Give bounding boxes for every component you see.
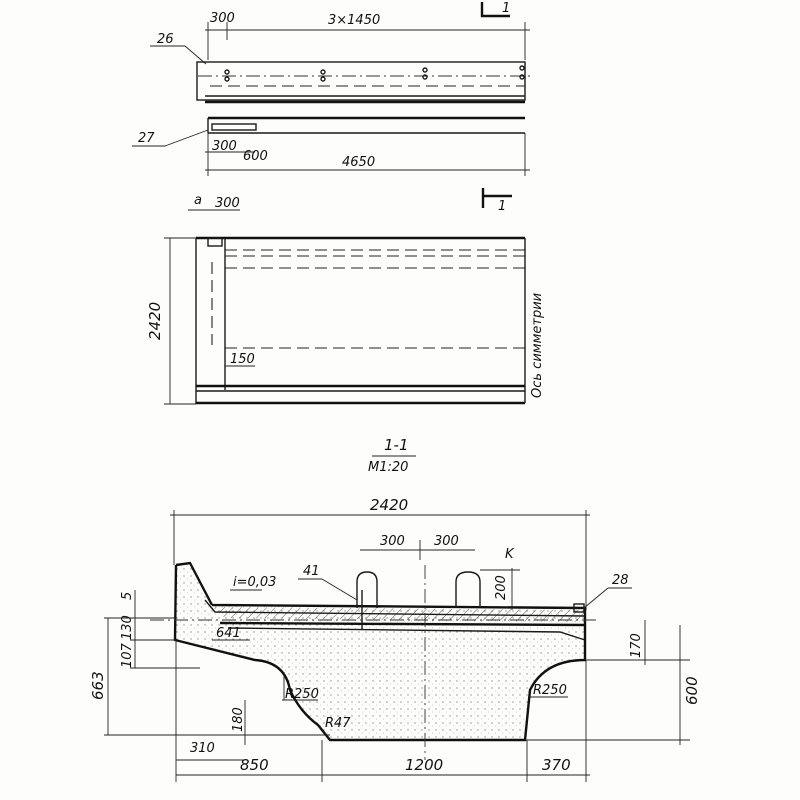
- plan-dim-a: a: [194, 193, 202, 208]
- sec-dim-5: 5: [120, 592, 135, 600]
- top-dim-300: 300: [210, 11, 235, 26]
- lifting-loop-right: [455, 571, 481, 608]
- sec-dim-641: 641: [216, 626, 241, 641]
- dim-300-bottom: 300: [212, 139, 237, 154]
- lifting-loop-left: [356, 571, 378, 608]
- sec-dim-663: 663: [89, 671, 107, 700]
- callout-41-leader: [321, 578, 358, 601]
- plan-dim-150: 150: [230, 352, 255, 367]
- dim-600: 600: [243, 149, 268, 164]
- sec-dim-170: 170: [629, 633, 644, 658]
- sec-dim-107: 107: [120, 642, 135, 668]
- sec-dim-300-b: 300: [434, 534, 459, 549]
- section-outline: [173, 561, 587, 742]
- section-title: 1-1: [384, 436, 409, 454]
- dim-4650: 4650: [342, 155, 375, 170]
- sec-r250-left: R250: [285, 687, 319, 702]
- loop-3b: [422, 74, 428, 80]
- plan-height-2420: 2420: [146, 302, 164, 340]
- sec-dim-300-a: 300: [380, 534, 405, 549]
- plan-section-mark: [481, 188, 512, 208]
- sec-dim-200: 200: [494, 575, 509, 600]
- bearing-plate: [211, 123, 257, 131]
- top-dim-3x1450: 3×1450: [328, 13, 380, 28]
- top-elevation-view: 300 3×1450 1 26 27: [132, 1, 530, 176]
- section-1-1: 1-1 М1:20 2420 300 300 K i=0,03: [89, 436, 701, 782]
- loop-2b: [320, 76, 326, 82]
- callout-41: 41: [303, 564, 320, 579]
- callout-28-leader: [583, 587, 609, 609]
- sec-dim-310: 310: [190, 741, 215, 756]
- sec-mark-k: K: [505, 547, 515, 562]
- sec-r250-right: R250: [533, 683, 567, 698]
- section-mark-top: [480, 2, 510, 18]
- loop-2a: [320, 69, 326, 75]
- plan-view: a 300 1 2420 150 Ось симметрии: [146, 188, 545, 405]
- sec-dim-370: 370: [542, 756, 571, 774]
- callout-27: 27: [138, 131, 155, 146]
- sec-dim-850: 850: [240, 756, 269, 774]
- section-scale: М1:20: [368, 460, 408, 475]
- callout-28: 28: [612, 573, 629, 588]
- slab-lower-line: [227, 627, 586, 641]
- loop-4b: [519, 74, 525, 80]
- plan-dim-300: 300: [215, 196, 240, 211]
- loop-3a: [422, 67, 428, 73]
- symmetry-axis-label: Ось симметрии: [530, 293, 545, 398]
- sec-dim-600: 600: [683, 676, 701, 705]
- callout-26: 26: [157, 32, 174, 47]
- sec-dim-130: 130: [120, 615, 135, 640]
- plan-corner-block: [207, 237, 223, 247]
- beam-top-flange: [196, 61, 526, 101]
- section-mark-top-label: 1: [502, 1, 510, 16]
- loop-1a: [224, 69, 230, 75]
- loop-4a: [519, 65, 525, 71]
- slab-layer-line: [219, 621, 586, 627]
- loop-1b: [224, 76, 230, 82]
- slab-top-line: [204, 599, 586, 617]
- plan-section-mark-label: 1: [498, 199, 506, 214]
- callout-26-leader: [184, 45, 207, 65]
- sec-dim-1200: 1200: [405, 756, 443, 774]
- lifting-loops: [224, 65, 525, 82]
- sec-dim-180: 180: [231, 707, 246, 732]
- slope-mark: i=0,03: [233, 575, 276, 590]
- sec-r47: R47: [325, 716, 351, 731]
- callout-27-leader: [164, 129, 209, 147]
- sec-width-2420: 2420: [370, 496, 408, 514]
